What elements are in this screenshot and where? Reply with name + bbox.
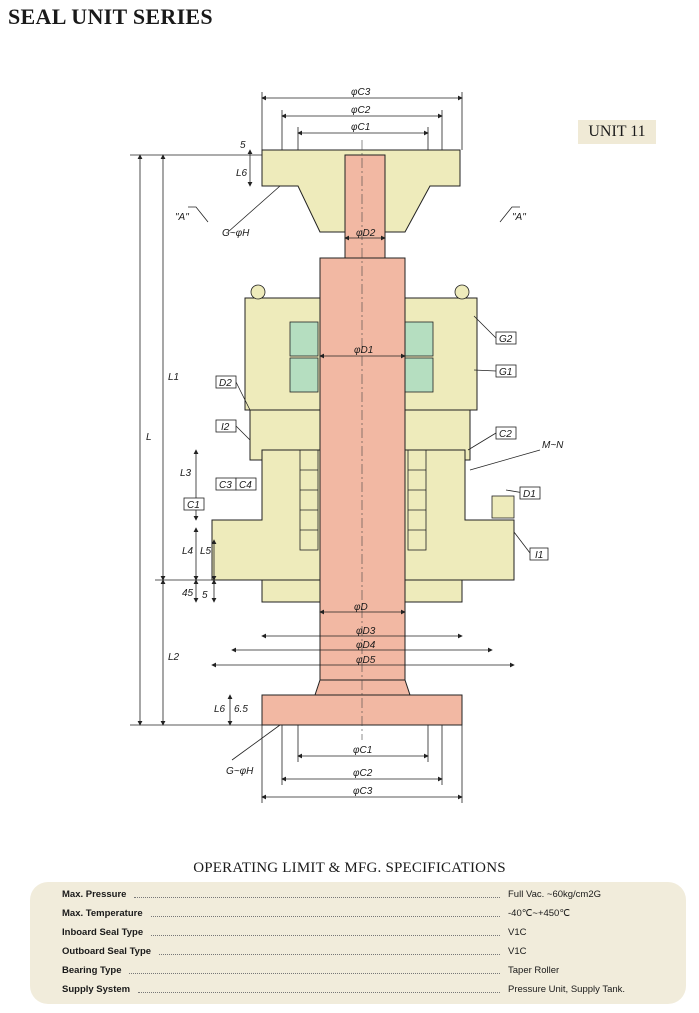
- dim-6-5: 6.5: [234, 704, 248, 715]
- tag-d2-left: D2: [219, 378, 232, 389]
- spec-row: Inboard Seal Type V1C: [62, 924, 648, 940]
- spec-value: V1C: [508, 945, 527, 957]
- spec-row: Max. Pressure Full Vac. ~60kg/cm2G: [62, 886, 648, 902]
- spec-label: Bearing Type: [62, 964, 122, 976]
- section-a-left: "A": [175, 212, 189, 223]
- spec-leader: [159, 948, 500, 955]
- dim-d: φD: [354, 602, 368, 613]
- dim-c2-top: φC2: [351, 105, 371, 116]
- dim-45: 45: [182, 588, 194, 599]
- dim-mn: M~N: [542, 440, 564, 451]
- dim-l3: L3: [180, 468, 192, 479]
- tag-c3: C3: [219, 480, 232, 491]
- dim-d4: φD4: [356, 640, 376, 651]
- bearing-lower-right: [404, 357, 434, 393]
- spec-value: Taper Roller: [508, 964, 560, 976]
- unit-label: UNIT 11: [578, 120, 656, 144]
- tag-g2: G2: [499, 334, 513, 345]
- dim-gh-top: G~φH: [222, 228, 250, 239]
- shaft-upper: [344, 154, 386, 261]
- dim-d3: φD3: [356, 626, 376, 637]
- tag-d1: D1: [523, 489, 536, 500]
- spec-row: Max. Temperature -40℃~+450℃: [62, 905, 648, 921]
- shaft-main: [319, 257, 406, 681]
- spec-row: Outboard Seal Type V1C: [62, 943, 648, 959]
- dim-l4: L4: [182, 546, 194, 557]
- dim-gh-bottom: G~φH: [226, 766, 254, 777]
- dim-c2-bottom: φC2: [353, 768, 373, 779]
- dim-c1-top: φC1: [351, 122, 370, 133]
- dim-l6-bottom: L6: [214, 704, 226, 715]
- shaft-bottom-neck: [314, 679, 411, 696]
- tag-c4: C4: [239, 480, 252, 491]
- bearings: [289, 321, 434, 393]
- dim-d1: φD1: [354, 345, 373, 356]
- dim-c3-bottom: φC3: [353, 786, 373, 797]
- spec-row: Supply System Pressure Unit, Supply Tank…: [62, 981, 648, 997]
- spec-label: Supply System: [62, 983, 131, 995]
- tag-c1: C1: [187, 500, 200, 511]
- tag-i1: I1: [535, 550, 543, 561]
- housing: [211, 149, 515, 603]
- seal-details: [250, 284, 515, 551]
- spec-title: OPERATING LIMIT & MFG. SPECIFICATIONS: [193, 860, 506, 876]
- spec-leader: [134, 891, 500, 898]
- spec-value: Pressure Unit, Supply Tank.: [508, 983, 626, 995]
- dim-d2: φD2: [356, 228, 376, 239]
- spec-leader: [129, 967, 500, 974]
- dim-l: L: [146, 432, 152, 443]
- dim-l6-top: L6: [236, 168, 248, 179]
- spec-label: Max. Temperature: [62, 907, 143, 919]
- spec-leader: [150, 910, 500, 917]
- spec-leader: [138, 986, 500, 993]
- part-tags: [183, 331, 549, 561]
- part-tag-labels: G2 G1 C2 D1 I1 D2 I2 C3 C4 C1: [187, 334, 543, 561]
- dim-c1-bottom: φC1: [353, 745, 372, 756]
- spec-leader: [151, 929, 500, 936]
- spec-panel: Max. Pressure Full Vac. ~60kg/cm2G Max. …: [30, 882, 686, 1004]
- spec-value: Full Vac. ~60kg/cm2G: [508, 888, 602, 900]
- spec-label: Outboard Seal Type: [62, 945, 152, 957]
- tag-i2-left: I2: [221, 422, 230, 433]
- dim-l2: L2: [168, 652, 180, 663]
- seal-unit-drawing: φC3 φC2 φC1 φD2 φD1 φD φD3 φD4 φD5 φC1 φ…: [130, 87, 564, 803]
- bearing-upper-right: [404, 321, 434, 357]
- dim-l1: L1: [168, 372, 179, 383]
- spec-label: Inboard Seal Type: [62, 926, 144, 938]
- dim-l5: L5: [200, 546, 212, 557]
- tag-c2: C2: [499, 429, 512, 440]
- spec-value: -40℃~+450℃: [508, 907, 571, 919]
- dim-5-mid: 5: [202, 590, 208, 601]
- spec-label: Max. Pressure: [62, 888, 127, 900]
- page-title: SEAL UNIT SERIES: [8, 4, 213, 29]
- spec-value: V1C: [508, 926, 527, 938]
- dimension-labels: φC3 φC2 φC1 φD2 φD1 φD φD3 φD4 φD5 φC1 φ…: [146, 87, 564, 797]
- bearing-lower-left: [289, 357, 319, 393]
- bearing-upper-left: [289, 321, 319, 357]
- seal-chamber-left: [211, 449, 323, 581]
- dim-d5: φD5: [356, 655, 376, 666]
- spec-row: Bearing Type Taper Roller: [62, 962, 648, 978]
- dim-5-top: 5: [240, 140, 246, 151]
- section-a-right: "A": [512, 212, 526, 223]
- tag-g1: G1: [499, 367, 512, 378]
- dim-c3-top: φC3: [351, 87, 371, 98]
